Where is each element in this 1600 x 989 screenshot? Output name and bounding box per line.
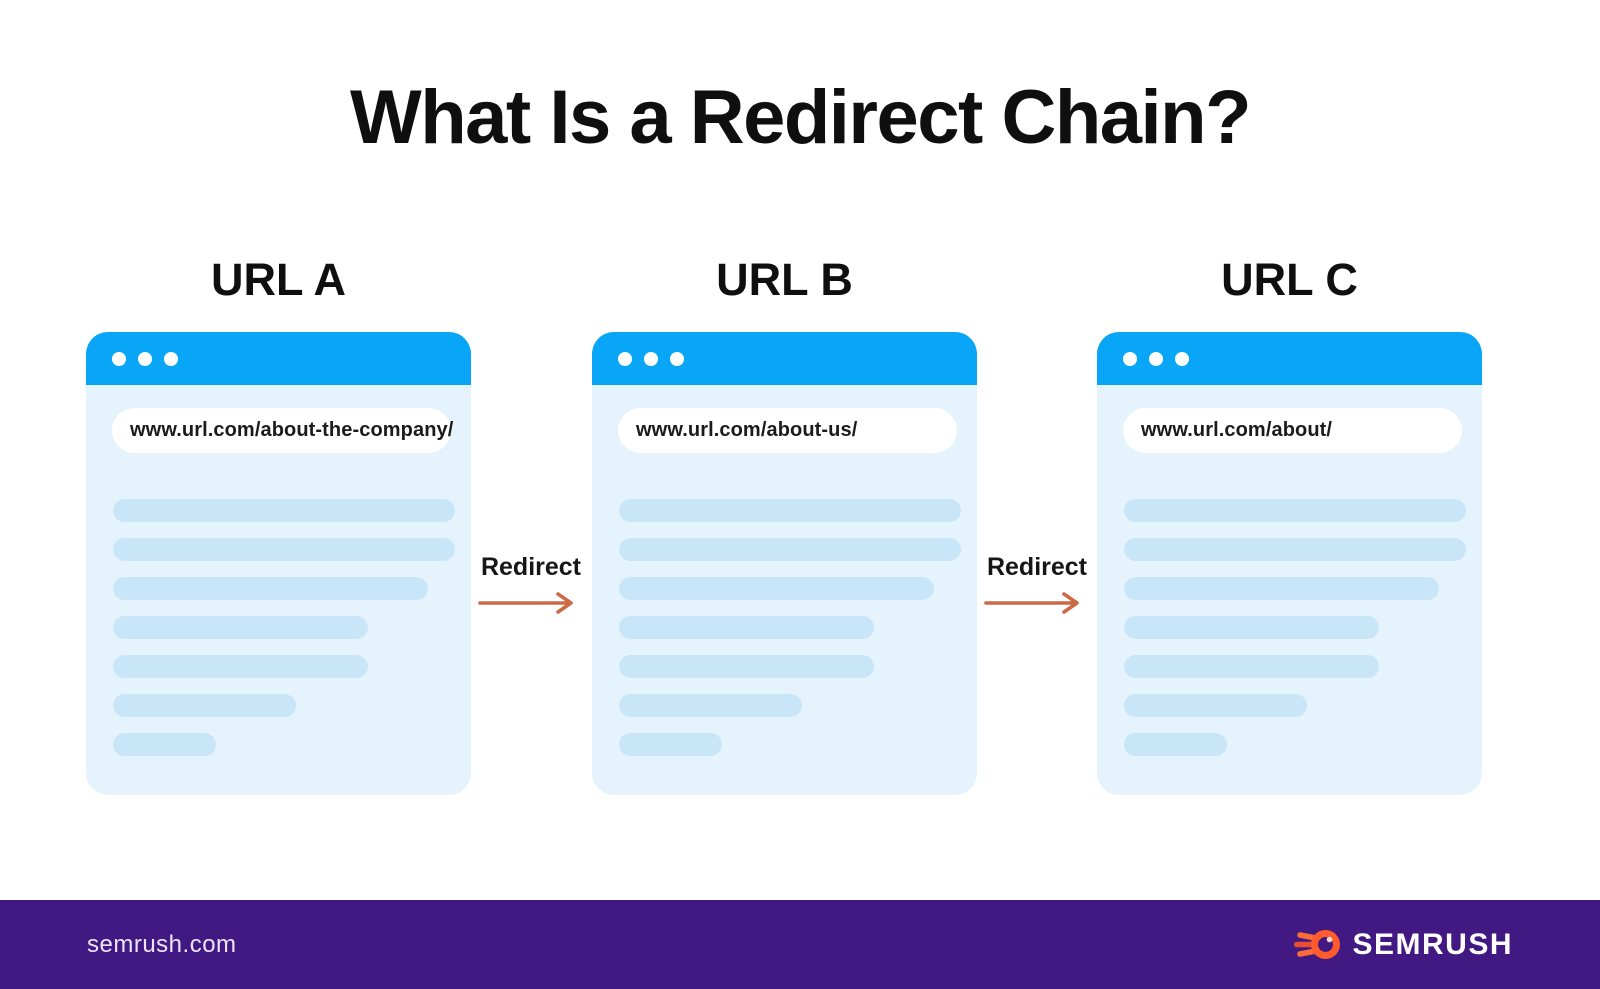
url-b-group: URL B www.url.com/about-us/ — [592, 254, 977, 795]
browser-window-b: www.url.com/about-us/ — [592, 332, 977, 795]
url-b-label: URL B — [716, 254, 853, 305]
url-text: www.url.com/about/ — [1141, 419, 1333, 441]
skeleton-text-line — [113, 577, 428, 600]
window-dot-icon — [138, 351, 152, 366]
skeleton-text-line — [113, 499, 455, 522]
skeleton-text-line — [113, 655, 368, 678]
right-arrow-icon — [478, 592, 573, 614]
browser-window-c: www.url.com/about/ — [1097, 332, 1482, 795]
skeleton-text-line — [113, 616, 368, 639]
skeleton-text-line — [1124, 616, 1379, 639]
skeleton-text-line — [619, 655, 874, 678]
skeleton-text-line — [1124, 733, 1227, 756]
skeleton-text-line — [1124, 538, 1466, 561]
window-dot-icon — [112, 351, 126, 366]
skeleton-text-line — [113, 733, 216, 756]
skeleton-text-line — [619, 694, 802, 717]
page-title: What Is a Redirect Chain? — [350, 75, 1252, 160]
window-dot-icon — [164, 351, 178, 366]
url-a-group: URL A www.url.com/about-the-company/ — [86, 254, 471, 795]
url-c-group: URL C www.url.com/about/ — [1097, 254, 1482, 795]
browser-titlebar — [1097, 332, 1482, 385]
redirect-connector-2: Redirect — [976, 553, 1098, 615]
window-dot-icon — [670, 351, 684, 366]
window-dot-icon — [1175, 351, 1189, 366]
skeleton-text-line — [619, 733, 722, 756]
redirect-connector-1: Redirect — [470, 553, 592, 615]
skeleton-text-line — [113, 694, 296, 717]
skeleton-text-line — [1124, 577, 1439, 600]
browser-titlebar — [592, 332, 977, 385]
footer-bar: semrush.com SEMRUSH — [0, 900, 1600, 989]
semrush-logo: SEMRUSH — [1294, 925, 1513, 964]
skeleton-text-line — [619, 577, 934, 600]
url-text: www.url.com/about-the-company/ — [130, 419, 454, 441]
right-arrow-icon — [984, 592, 1079, 614]
skeleton-text-line — [619, 538, 961, 561]
skeleton-text-line — [619, 616, 874, 639]
url-text: www.url.com/about-us/ — [636, 419, 858, 441]
browser-window-a: www.url.com/about-the-company/ — [86, 332, 471, 795]
page-content-skeleton — [1124, 499, 1466, 756]
redirect-label: Redirect — [480, 553, 582, 581]
url-c-label: URL C — [1221, 254, 1358, 305]
brand-wordmark: SEMRUSH — [1352, 927, 1513, 961]
window-dot-icon — [644, 351, 658, 366]
browser-titlebar — [86, 332, 471, 385]
skeleton-text-line — [113, 538, 455, 561]
url-a-label: URL A — [211, 254, 346, 305]
address-bar: www.url.com/about-the-company/ — [112, 408, 454, 453]
page-content-skeleton — [113, 499, 455, 756]
window-dot-icon — [618, 351, 632, 366]
address-bar: www.url.com/about-us/ — [618, 408, 957, 453]
skeleton-text-line — [619, 499, 961, 522]
skeleton-text-line — [1124, 694, 1307, 717]
skeleton-text-line — [1124, 655, 1379, 678]
redirect-label: Redirect — [986, 553, 1088, 581]
address-bar: www.url.com/about/ — [1123, 408, 1462, 453]
semrush-fireball-icon — [1294, 930, 1341, 959]
footer-site-url: semrush.com — [87, 930, 237, 958]
window-dot-icon — [1123, 351, 1137, 366]
window-dot-icon — [1149, 351, 1163, 366]
page-content-skeleton — [619, 499, 961, 756]
skeleton-text-line — [1124, 499, 1466, 522]
